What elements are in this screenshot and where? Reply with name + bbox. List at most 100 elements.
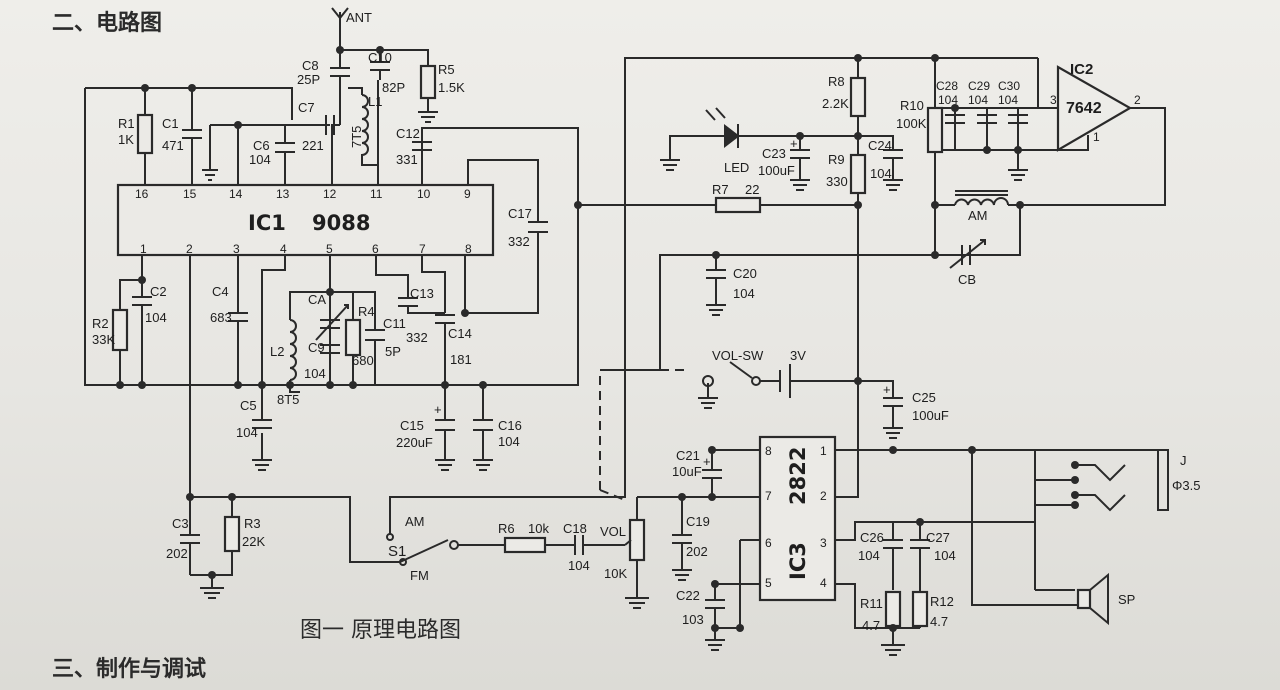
r9-ref: R9	[828, 152, 845, 167]
c24-ref: C24	[868, 138, 892, 153]
electrolytic-capacitor-c15: + C15 220uF	[396, 402, 455, 471]
ic1-pin-label: 4	[280, 242, 287, 256]
r9-value: 330	[826, 174, 848, 189]
headphone-jack: J Φ3.5	[971, 449, 1200, 606]
section-heading-build: 三、制作与调试	[52, 657, 206, 682]
capacitor-c18: C18 104	[563, 521, 590, 573]
c2-value: 104	[145, 310, 167, 325]
ic3-part: 2822	[786, 447, 810, 505]
capacitor-c11: C11 5P	[365, 316, 406, 359]
c4-value: 683	[210, 310, 232, 325]
l1-ref: L1	[368, 94, 382, 109]
c26-value: 104	[858, 548, 880, 563]
c1-ref: C1	[162, 116, 179, 131]
c29-value: 104	[968, 93, 988, 107]
c15-ref: C15	[400, 418, 424, 433]
ic1-pin-label: 1	[140, 242, 147, 256]
ic3-pin-label: 4	[820, 576, 827, 590]
c1-value: 471	[162, 138, 184, 153]
ic1-pin-label: 2	[186, 242, 193, 256]
ca-ref: CA	[308, 292, 326, 307]
capacitor-c14: C14 181	[435, 314, 472, 367]
c3-value: 202	[166, 546, 188, 561]
c5-value: 104	[236, 425, 258, 440]
c11-ref: C11	[383, 316, 406, 331]
resistor-r3: R3 22K	[200, 515, 265, 599]
junction-dots	[116, 46, 1079, 632]
ic3-pin-label: 7	[765, 489, 772, 503]
c16-ref: C16	[498, 418, 522, 433]
r8-value: 2.2K	[822, 96, 849, 111]
c25-plus: +	[883, 382, 891, 397]
potentiometer-vol: VOL 10K	[600, 496, 712, 609]
c21-value: 10uF	[672, 464, 702, 479]
vol-switch-mechanical-link	[599, 369, 690, 501]
capacitor-c7: C7 221	[298, 100, 335, 153]
r5-ref: R5	[438, 62, 455, 77]
l2-value: 8T5	[277, 392, 299, 407]
c11-value: 5P	[385, 344, 401, 359]
r2-value: 33K	[92, 332, 115, 347]
s1-ref: S1	[388, 543, 406, 560]
capacitors-c26-c27: C26 104 C27 104	[858, 530, 956, 563]
resistor-r4: R4 680	[344, 304, 375, 368]
c10-ref: C10	[368, 50, 392, 65]
c27-value: 104	[934, 548, 956, 563]
c20-ref: C20	[733, 266, 757, 281]
resistor-r9: R9 330	[826, 152, 867, 450]
r7-ref: R7	[712, 182, 729, 197]
r5-value: 1.5K	[438, 80, 465, 95]
c8-ref: C8	[302, 58, 319, 73]
c5-ref: C5	[240, 398, 257, 413]
c9-ref: C9	[308, 340, 325, 355]
c7-value: 221	[302, 138, 324, 153]
c30-ref: C30	[998, 79, 1020, 93]
l1-value: 7T5	[349, 126, 364, 148]
variable-capacitor-cb: CB	[949, 239, 986, 287]
r3-value: 22K	[242, 534, 265, 549]
capacitor-c6: C6 104	[249, 138, 295, 167]
ic2-part: 7642	[1066, 100, 1102, 117]
ic1-pin-label: 5	[326, 242, 333, 256]
capacitor-c3: C3 202	[166, 516, 200, 561]
c9-value: 104	[304, 366, 326, 381]
ic1-part: 9088	[312, 211, 370, 235]
c6-value: 104	[249, 152, 271, 167]
r10-ref: R10	[900, 98, 924, 113]
c19-ref: C19	[686, 514, 710, 529]
r4-value: 680	[352, 353, 374, 368]
am-coil-label: AM	[968, 208, 988, 223]
jack-value: Φ3.5	[1172, 478, 1200, 493]
jack-ref: J	[1180, 453, 1187, 468]
c14-ref: C14	[448, 326, 472, 341]
capacitor-c9: C9 104	[304, 340, 340, 381]
r2-ref: R2	[92, 316, 109, 331]
electrolytic-capacitor-c23: + C23 100uF	[758, 136, 810, 191]
c18-ref: C18	[563, 521, 587, 536]
r6-ref: R6	[498, 521, 515, 536]
capacitor-c13: C13 332	[398, 286, 434, 345]
capacitor-c20: C20 104	[600, 205, 1021, 371]
ic1-name: IC1	[248, 211, 286, 235]
c15-value: 220uF	[396, 435, 433, 450]
resistor-r2: R2 33K	[92, 308, 129, 352]
r3-ref: R3	[244, 516, 261, 531]
c22-value: 103	[682, 612, 704, 627]
capacitor-c24: C24 104	[858, 135, 903, 191]
ic2-pin-label: 3	[1050, 93, 1057, 107]
ic2-pin-label: 1	[1093, 130, 1100, 144]
am-coil: AM	[935, 190, 1020, 223]
electrolytic-capacitor-c21: + C21 10uF	[672, 448, 722, 479]
ic1-pin-label: 16	[135, 187, 149, 201]
c23-value: 100uF	[758, 163, 795, 178]
ic1-pin-label: 11	[370, 187, 383, 201]
c25-ref: C25	[912, 390, 936, 405]
section-heading-circuit: 二、电路图	[52, 10, 162, 36]
r1-ref: R1	[118, 116, 135, 131]
led-indicator: LED	[660, 107, 858, 175]
antenna-symbol: ANT	[331, 7, 372, 50]
ic1-pin-label: 12	[323, 187, 337, 201]
electrolytic-capacitor-c25: + C25 100uF	[858, 380, 949, 439]
l2-ref: L2	[270, 344, 284, 359]
